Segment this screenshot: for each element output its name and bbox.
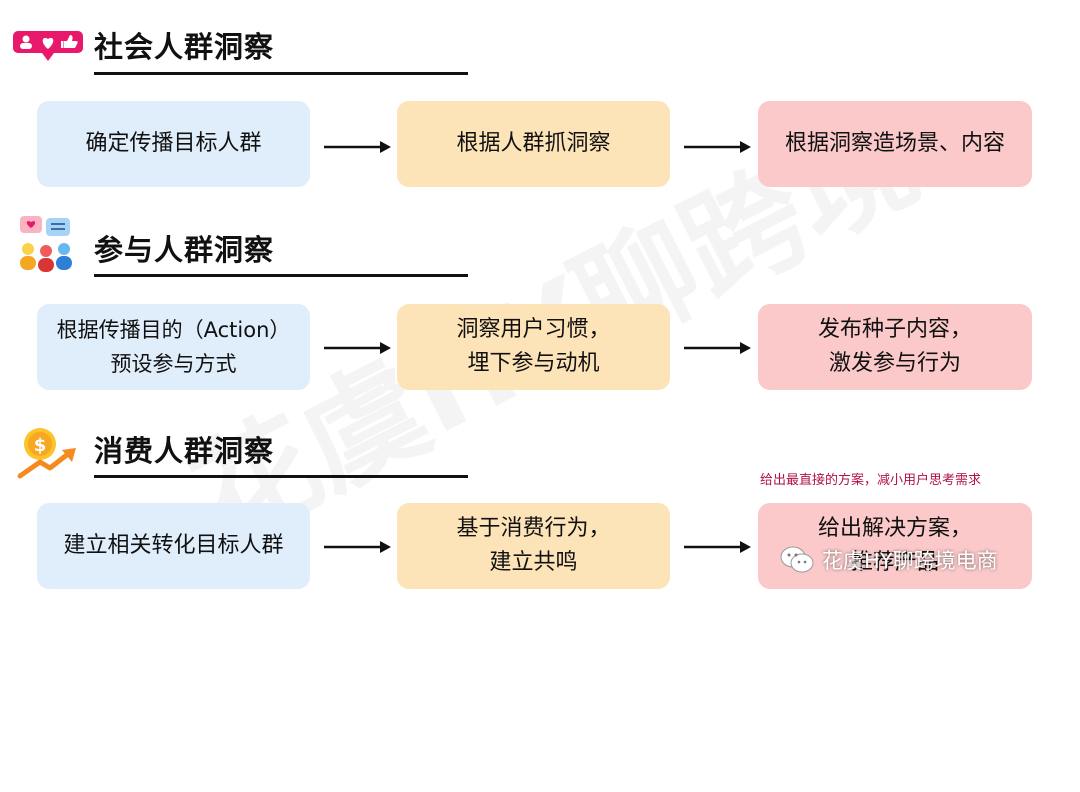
- flow-arrow: [324, 141, 391, 153]
- money-growth-icon: $: [16, 426, 80, 486]
- step-box-social-1: 确定传播目标人群: [37, 101, 310, 187]
- section-underline: [94, 475, 468, 478]
- step-box-consumption-2: 基于消费行为， 建立共鸣: [397, 503, 670, 589]
- flow-arrow: [684, 342, 751, 354]
- step-text-line: 建立共鸣: [489, 550, 578, 575]
- section-title-consumption: 消费人群洞察: [94, 434, 275, 468]
- step-text-line: 激发参与行为: [828, 351, 961, 376]
- step-box-participation-2: 洞察用户习惯， 埋下参与动机: [397, 304, 670, 390]
- flow-arrow: [684, 541, 751, 553]
- step-text: 建立相关转化目标人群: [63, 533, 284, 558]
- section-title-participation: 参与人群洞察: [94, 233, 275, 267]
- flow-arrow: [324, 342, 391, 354]
- wechat-icon: [780, 546, 814, 573]
- flow-arrow: [684, 141, 751, 153]
- step-box-consumption-3: 给出解决方案， 推荐产品: [758, 503, 1032, 589]
- step-box-social-2: 根据人群抓洞察: [397, 101, 670, 187]
- wechat-watermark: 花虞HY聊跨境电商: [780, 545, 998, 575]
- wechat-account-name: 花虞HY聊跨境电商: [822, 549, 998, 573]
- step-text-line: 发布种子内容，: [817, 317, 972, 342]
- step-box-participation-3: 发布种子内容， 激发参与行为: [758, 304, 1032, 390]
- section-title-social: 社会人群洞察: [94, 30, 275, 64]
- section-underline: [94, 72, 468, 75]
- step-box-participation-1: 根据传播目的（Action） 预设参与方式: [37, 304, 310, 390]
- svg-text:$: $: [34, 435, 47, 456]
- step-box-social-3: 根据洞察造场景、内容: [758, 101, 1032, 187]
- section-underline: [94, 274, 468, 277]
- step-text-line: 埋下参与动机: [467, 351, 600, 376]
- step-text-line: 给出解决方案，: [817, 516, 972, 541]
- flow-arrow: [324, 541, 391, 553]
- consumption-note: 给出最直接的方案，减小用户思考需求: [760, 473, 982, 488]
- step-box-consumption-1: 建立相关转化目标人群: [37, 503, 310, 589]
- step-text: 根据洞察造场景、内容: [784, 131, 1005, 156]
- step-text-line: 洞察用户习惯，: [456, 317, 611, 342]
- step-text: 确定传播目标人群: [85, 131, 262, 156]
- step-text-line: 根据传播目的（Action）: [56, 318, 291, 342]
- people-chat-icon: [16, 214, 76, 278]
- step-text: 根据人群抓洞察: [456, 131, 611, 156]
- step-text-line: 预设参与方式: [110, 352, 237, 376]
- step-text-line: 推荐产品: [850, 550, 939, 575]
- step-text-line: 基于消费行为，: [456, 516, 611, 541]
- social-like-icon: [12, 30, 84, 68]
